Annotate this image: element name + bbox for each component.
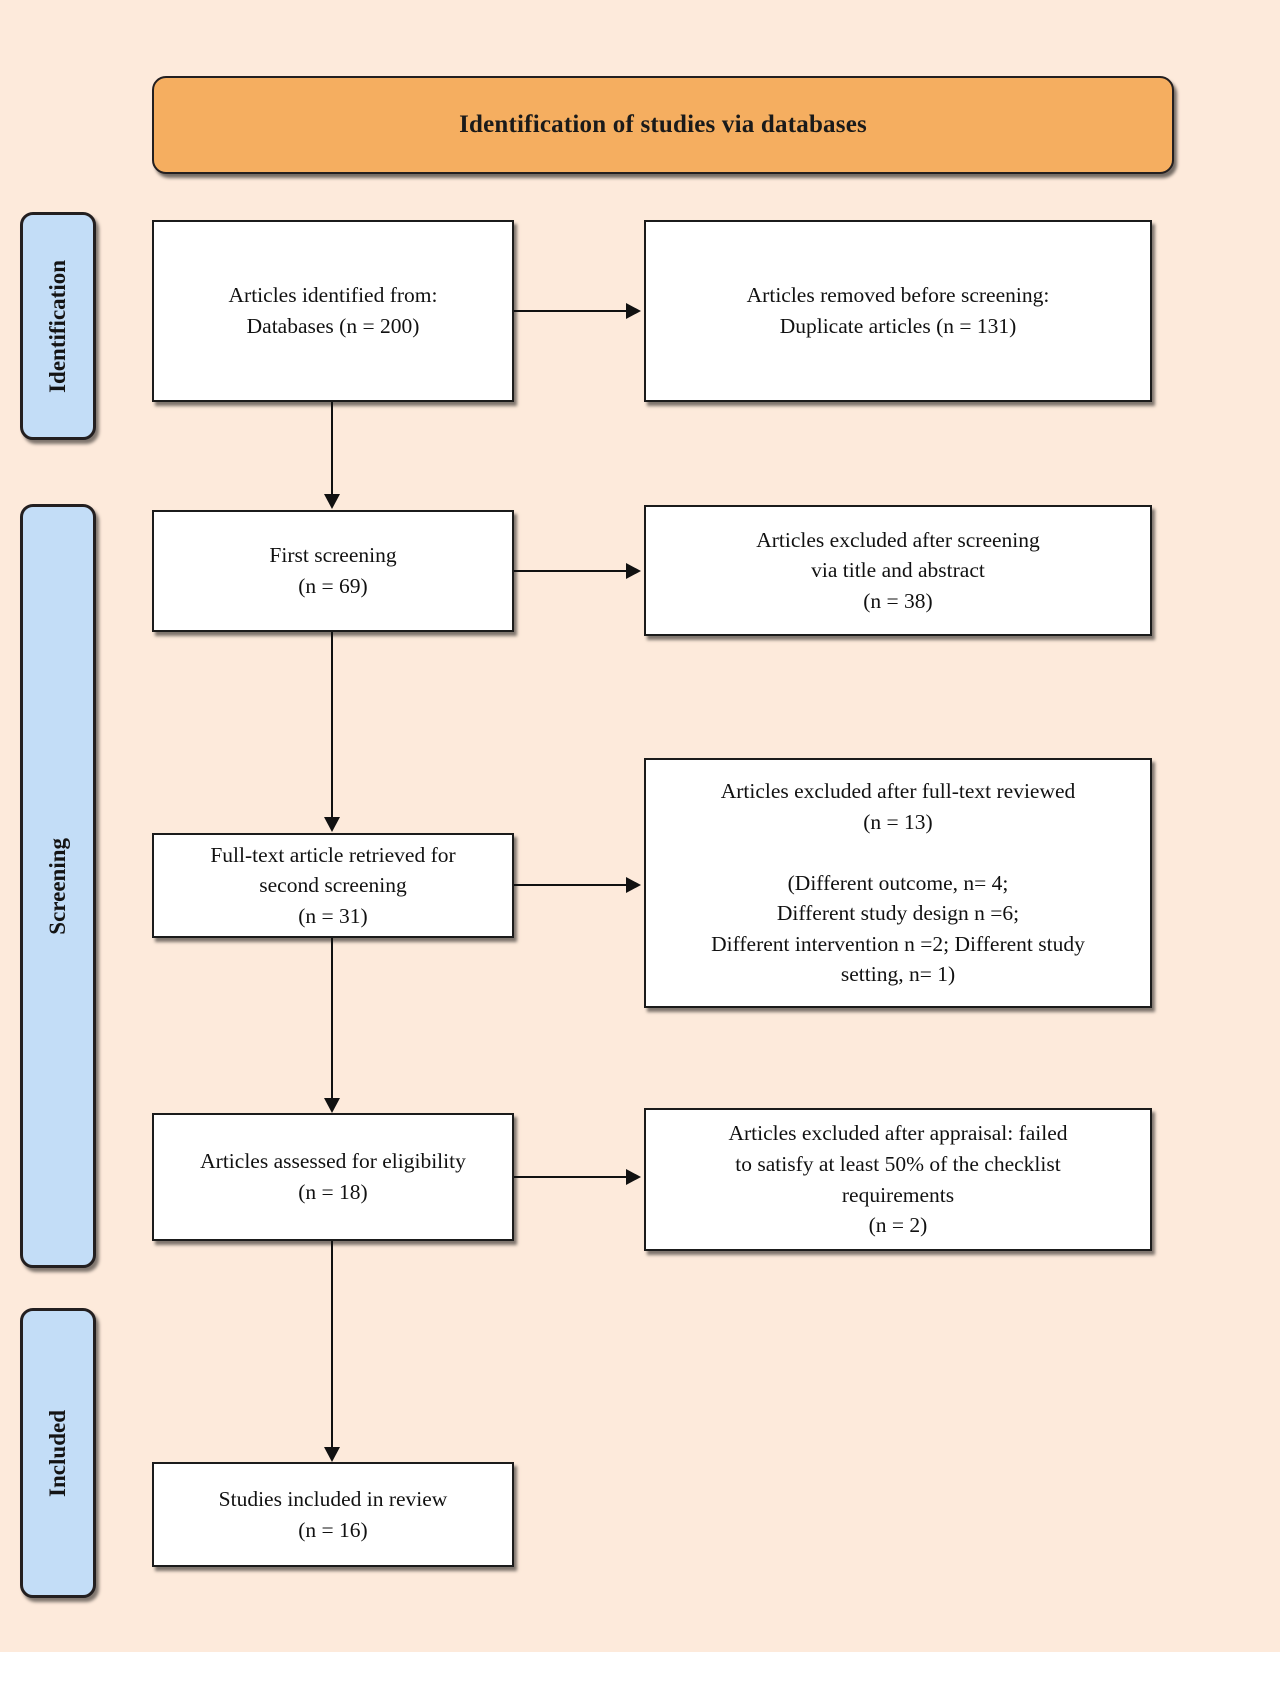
node-text-line: requirements [841, 1182, 955, 1207]
node-text: Studies included in review (n = 16) [164, 1484, 502, 1545]
node-text-line: Articles excluded after screening [756, 527, 1040, 552]
node-text-line: Articles identified from: [228, 283, 438, 308]
node-text-line: Databases (n = 200) [246, 314, 420, 338]
node-assessed-eligibility: Articles assessed for eligibility (n = 18… [152, 1113, 514, 1241]
header-banner: Identification of studies via databases [152, 76, 1174, 174]
stage-label-text: Screening [45, 837, 70, 935]
stage-label-text: Included [45, 1409, 70, 1497]
node-text-line: Articles removed before screening: [746, 283, 1050, 308]
stage-label-included: Included [20, 1308, 96, 1598]
arrow-head-icon [324, 1098, 340, 1113]
node-text-line: (n = 18) [298, 1180, 368, 1204]
node-text-line: (Different outcome, n= 4; [787, 870, 1009, 895]
node-articles-removed: Articles removed before screening: Duplic… [644, 220, 1152, 402]
node-text: Articles removed before screening: Duplic… [656, 280, 1140, 341]
arrow-first-screening-to-fulltext [331, 632, 333, 817]
node-fulltext-retrieved: Full-text article retrieved for second sc… [152, 833, 514, 938]
arrow-eligibility-to-included [331, 1241, 333, 1447]
header-title: Identification of studies via databases [459, 111, 867, 138]
arrow-head-icon [626, 303, 641, 319]
node-excluded-appraisal: Articles excluded after appraisal: faile… [644, 1108, 1152, 1251]
node-text-line: Articles assessed for eligibility [200, 1149, 466, 1174]
node-text: Articles excluded after appraisal: faile… [656, 1118, 1140, 1240]
arrow-head-icon [626, 877, 641, 893]
node-text-line: First screening [269, 543, 397, 568]
arrow-head-icon [324, 1447, 340, 1462]
node-text-line: (n = 69) [298, 574, 368, 598]
node-text: Articles identified from: Databases (n = … [164, 280, 502, 341]
node-text-line: (n = 16) [298, 1517, 368, 1542]
node-articles-identified: Articles identified from: Databases (n = … [152, 220, 514, 402]
node-text: First screening (n = 69) [164, 540, 502, 601]
arrow-identified-to-first-screening [331, 402, 333, 494]
arrow-eligibility-to-excluded [514, 1176, 626, 1178]
node-text-line [656, 837, 1140, 868]
node-text-line: Articles excluded after appraisal: faile… [728, 1121, 1068, 1146]
arrow-identified-to-removed [514, 310, 626, 312]
arrow-head-icon [626, 1169, 641, 1185]
arrow-fulltext-to-eligibility [331, 938, 333, 1098]
node-text-line: via title and abstract [811, 558, 985, 583]
node-text-line: Duplicate articles (n = 131) [779, 314, 1017, 338]
node-text-line: (n = 2) [868, 1213, 928, 1238]
node-excluded-fulltext: Articles excluded after full-text review… [644, 758, 1152, 1008]
arrow-head-icon [324, 817, 340, 832]
arrow-head-icon [626, 563, 641, 579]
node-text: Articles excluded after full-text review… [656, 776, 1140, 990]
node-first-screening: First screening (n = 69) [152, 510, 514, 632]
node-studies-included: Studies included in review (n = 16) [152, 1462, 514, 1567]
node-text-line: Different study design n =6; [776, 901, 1020, 926]
node-text-line: to satisfy at least 50% of the checklist [735, 1151, 1061, 1176]
node-text-line: (n = 13) [863, 809, 933, 834]
arrow-fulltext-to-excluded [514, 884, 626, 886]
node-text-line: Full-text article retrieved for [210, 842, 456, 867]
stage-label-identification: Identification [20, 212, 96, 440]
arrow-head-icon [324, 494, 340, 509]
node-text-line: (n = 31) [298, 903, 368, 928]
node-text-line: (n = 38) [863, 588, 933, 613]
node-text-line: second screening [259, 873, 407, 898]
node-text-line: Articles excluded after full-text review… [720, 779, 1076, 804]
stage-label-text: Identification [45, 259, 70, 393]
stage-label-screening: Screening [20, 504, 96, 1268]
node-text-line: Different intervention n =2; Different s… [711, 931, 1085, 956]
node-text: Full-text article retrieved for second sc… [164, 840, 502, 932]
node-text-line: Studies included in review [218, 1486, 448, 1511]
node-excluded-title-abstract: Articles excluded after screening via tit… [644, 505, 1152, 636]
node-text: Articles excluded after screening via tit… [656, 525, 1140, 617]
node-text: Articles assessed for eligibility (n = 18… [164, 1146, 502, 1207]
node-text-line: setting, n= 1) [840, 962, 956, 987]
arrow-first-screening-to-excluded [514, 570, 626, 572]
